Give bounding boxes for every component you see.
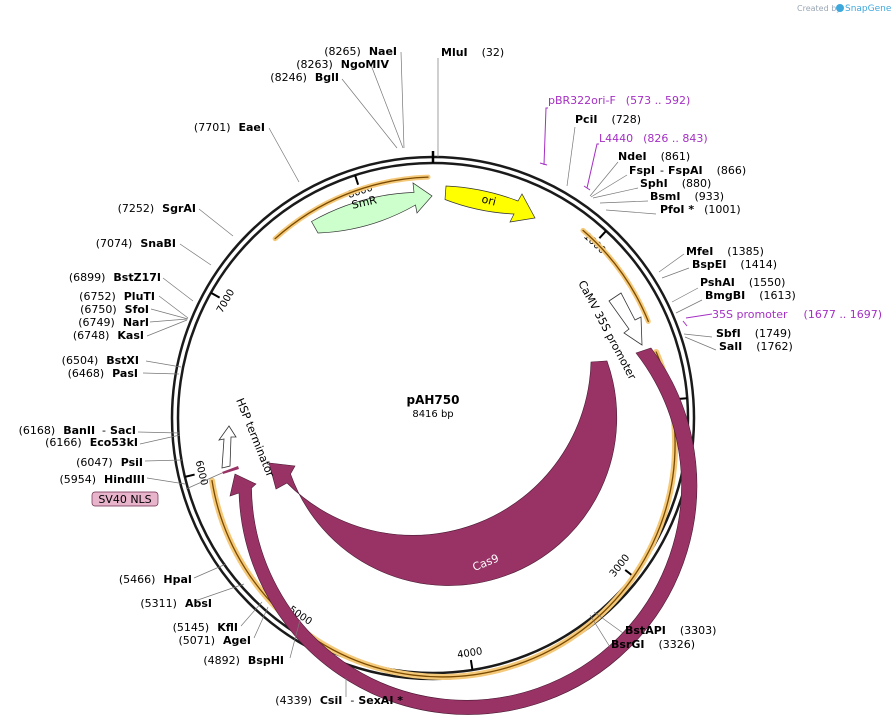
tick-mark: [469, 659, 474, 671]
site-pasi[interactable]: (6468)PasI: [68, 367, 138, 380]
tick-mark: [184, 473, 195, 478]
site-absi[interactable]: (5311)AbsI: [140, 597, 212, 610]
snapgene-logo-icon: [836, 4, 844, 12]
site-mfei[interactable]: MfeI(1385): [686, 245, 764, 258]
tick-label: 7000: [215, 288, 237, 316]
site-bstxi[interactable]: (6504)BstXI: [62, 354, 139, 367]
site-kfli[interactable]: (5145)KflI: [173, 621, 238, 634]
site-hindiii[interactable]: (5954)HindIII: [59, 473, 145, 486]
site-sbfi[interactable]: SbfI(1749): [716, 327, 791, 340]
feature-label-hsp-terminator: HSP terminator: [233, 396, 277, 479]
site-fspi[interactable]: FspI-FspAI(866): [629, 164, 746, 177]
credit-prefix: Created by: [797, 4, 841, 13]
site-sali[interactable]: SalI(1762): [719, 340, 793, 353]
site-banii[interactable]: (6168)BanII-SacI: [19, 424, 136, 437]
credit-brand[interactable]: SnapGene: [845, 4, 892, 14]
plasmid-size: 8416 bp: [412, 409, 453, 420]
site-bspei[interactable]: BspEI(1414): [692, 258, 777, 271]
site-csii[interactable]: (4339)CsiI-SexAI *: [275, 694, 403, 707]
site-leaders: [137, 51, 717, 697]
site-bmgbi[interactable]: BmgBI(1613): [705, 289, 796, 302]
site-ndei[interactable]: NdeI(861): [618, 150, 690, 163]
site-labels-left: (4339)CsiI-SexAI * (4892)BspHI (5071)Age…: [19, 45, 404, 707]
tick-label: 3000: [608, 553, 632, 580]
feature-label-sv40-nls: SV40 NLS: [98, 493, 151, 506]
site-psii[interactable]: (6047)PsiI: [76, 456, 143, 469]
site-bsmi[interactable]: BsmI(933): [650, 190, 724, 203]
tick-mark: [598, 230, 607, 239]
primer-l4440[interactable]: L4440(826 .. 843): [599, 132, 708, 145]
site-pfoi[interactable]: PfoI *(1001): [660, 203, 741, 216]
site-pcii[interactable]: PciI(728): [575, 113, 641, 126]
site-sgrai[interactable]: (7252)SgrAI: [118, 202, 196, 215]
site-snabi[interactable]: (7074)SnaBI: [96, 237, 176, 250]
primer-pbr322ori-f[interactable]: pBR322ori-F(573 .. 592): [548, 94, 690, 107]
tick-label: 4000: [456, 646, 483, 661]
site-bstz17i[interactable]: (6899)BstZ17I: [69, 271, 161, 284]
feature-label-cas9-outer: Cas9: [483, 596, 513, 617]
site-hpai[interactable]: (5466)HpaI: [119, 573, 192, 586]
site-eaei[interactable]: (7701)EaeI: [194, 121, 265, 134]
site-mlui[interactable]: MluI(32): [441, 46, 504, 59]
feature-smr[interactable]: SmR: [311, 182, 433, 234]
site-eco53ki[interactable]: (6166)Eco53kI: [45, 436, 138, 449]
site-bsphi[interactable]: (4892)BspHI: [203, 654, 284, 667]
feature-label-smr: SmR: [350, 193, 378, 211]
feature-ori[interactable]: ori: [444, 185, 536, 223]
site-bstapi[interactable]: BstAPI(3303): [625, 624, 716, 637]
site-kasi[interactable]: (6748)KasI: [73, 329, 144, 342]
primer-35s-promoter[interactable]: 35S promoter(1677 .. 1697): [712, 308, 882, 321]
site-labels-right: MluI(32) PciI(728) NdeI(861) FspI-FspAI(…: [441, 46, 796, 651]
tick-mark: [354, 174, 360, 186]
site-bgli[interactable]: (8246)BglI: [270, 71, 339, 84]
site-sphi[interactable]: SphI(880): [640, 177, 711, 190]
site-agei[interactable]: (5071)AgeI: [178, 634, 251, 647]
plasmid-name: pAH750: [407, 393, 460, 407]
primer-labels: pBR322ori-F(573 .. 592) L4440(826 .. 843…: [548, 94, 882, 321]
feature-hsp-terminator[interactable]: HSP terminator: [218, 396, 277, 479]
feature-highlights: [209, 174, 679, 680]
feature-sv40-nls[interactable]: SV40 NLS: [91, 466, 239, 507]
feature-cas9-inner[interactable]: Cas9: [268, 360, 618, 586]
site-ngomiv[interactable]: (8263)NgoMIV: [296, 58, 389, 71]
site-bsrgi[interactable]: BsrGI(3326): [611, 638, 695, 651]
tick-mark: [210, 291, 221, 299]
site-sfoi[interactable]: (6750)SfoI: [80, 303, 149, 316]
site-pluti[interactable]: (6752)PluTI: [79, 290, 155, 303]
site-nari[interactable]: (6749)NarI: [78, 316, 149, 329]
site-naei[interactable]: (8265)NaeI: [324, 45, 397, 58]
primer-markers: [539, 107, 713, 327]
site-pshai[interactable]: PshAI(1550): [700, 276, 785, 289]
feature-label-ori: ori: [480, 193, 497, 209]
